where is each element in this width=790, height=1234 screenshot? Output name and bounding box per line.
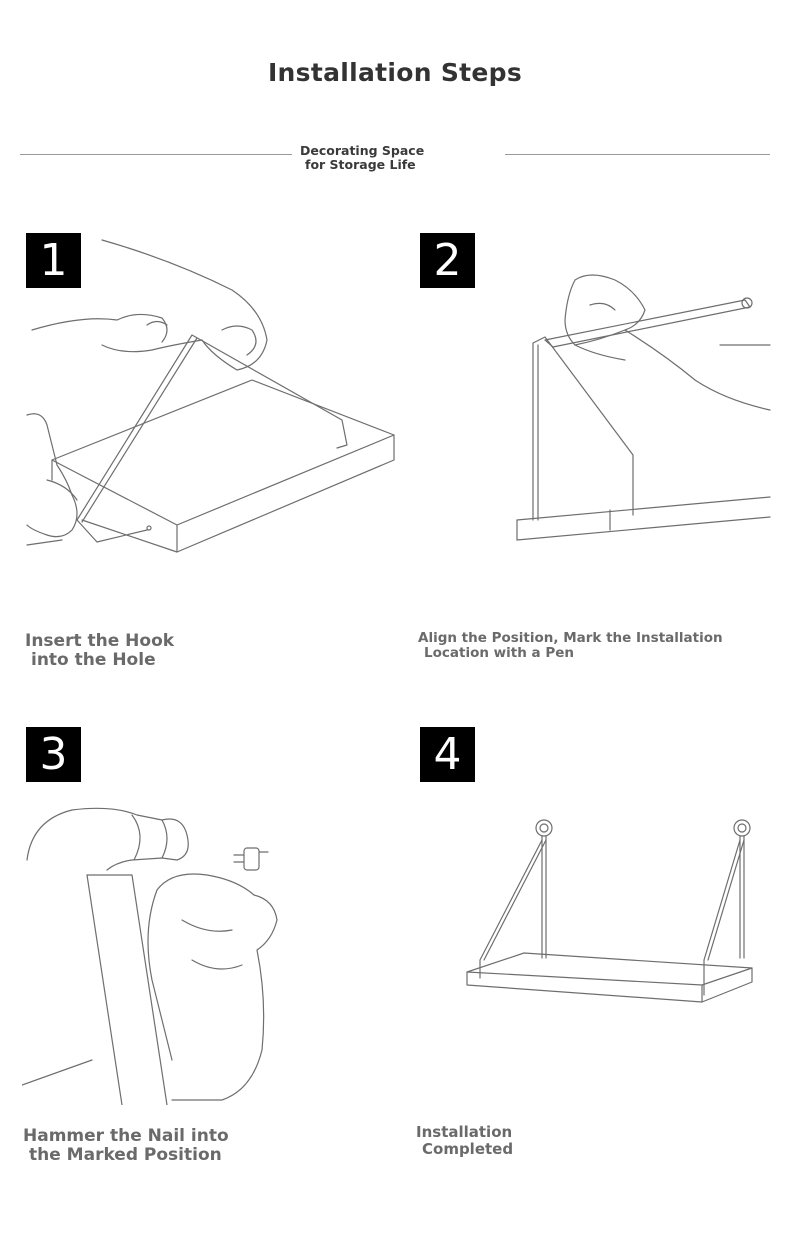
step-1-number-badge: 1 [26, 233, 81, 288]
divider-left [20, 154, 292, 155]
step-2-caption-line-2: Location with a Pen [424, 645, 574, 661]
step-1-illustration [22, 230, 400, 565]
step-4-caption-line-1: Installation [416, 1123, 513, 1141]
step-1-caption-line-2: into the Hole [31, 650, 156, 670]
step-3-number-badge: 3 [26, 727, 81, 782]
step-2-number-badge: 2 [420, 233, 475, 288]
step-4-number-badge: 4 [420, 727, 475, 782]
completed-shelf-drawing [466, 819, 753, 1003]
step-1-caption-line-1: Insert the Hook [25, 631, 175, 651]
mark-position-drawing [516, 274, 771, 541]
step-4-caption: Installation Completed [416, 1124, 513, 1158]
step-2-illustration [505, 265, 773, 550]
subtitle-line-2: for Storage Life [305, 157, 416, 172]
step-2-caption-line-1: Align the Position, Mark the Installatio… [418, 630, 723, 646]
step-4-illustration [462, 810, 757, 1010]
hammer-nail-drawing [22, 807, 278, 1105]
step-3-illustration [22, 800, 292, 1105]
insert-hook-drawing [26, 239, 395, 553]
step-2-caption: Align the Position, Mark the Installatio… [418, 631, 723, 661]
subtitle-line-1: Decorating Space [300, 143, 425, 158]
subtitle: Decorating Space for Storage Life [300, 144, 450, 172]
step-3-caption: Hammer the Nail into the Marked Position [23, 1127, 229, 1165]
step-4-caption-line-2: Completed [422, 1140, 514, 1158]
divider-right [505, 154, 770, 155]
page-title: Installation Steps [267, 58, 523, 87]
step-3-caption-line-1: Hammer the Nail into [23, 1126, 229, 1146]
step-1-caption: Insert the Hook into the Hole [25, 632, 174, 670]
step-3-caption-line-2: the Marked Position [29, 1145, 222, 1165]
